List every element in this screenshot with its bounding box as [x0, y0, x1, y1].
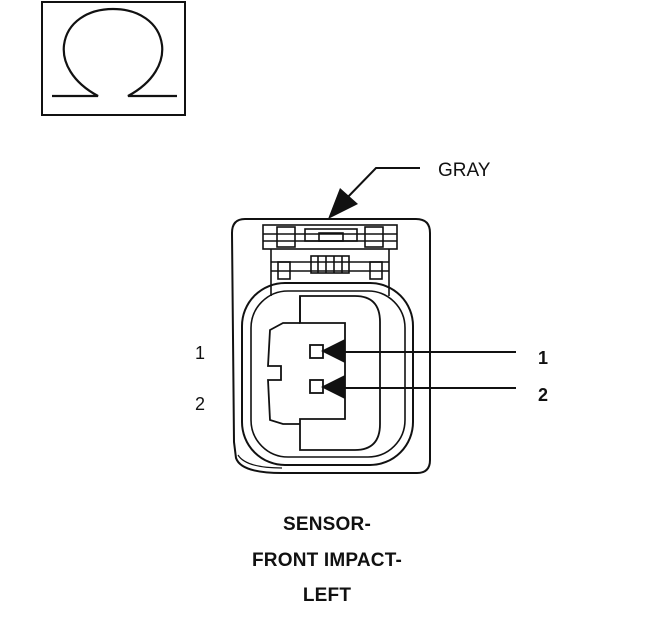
ohm-icon [41, 1, 186, 116]
cavity-number-2: 2 [195, 394, 206, 414]
cavity-number-1: 1 [195, 343, 206, 363]
pin-2-callout [321, 375, 516, 399]
connector-color-label: GRAY [438, 160, 491, 181]
pin-1-callout [321, 339, 516, 363]
component-title-line-3: LEFT [302, 585, 352, 606]
terminal-cavity [267, 295, 381, 451]
pin-label-1: 1 [538, 348, 549, 368]
component-title-line-2: FRONT IMPACT- [251, 550, 402, 571]
connector-housing [230, 218, 431, 474]
pin-label-2: 2 [538, 385, 549, 405]
connector-body [241, 282, 414, 466]
connector-latch [262, 224, 398, 296]
component-title-line-1: SENSOR- [283, 514, 371, 535]
color-leader-arrow [328, 167, 420, 219]
pin-terminal-2 [309, 379, 324, 394]
pin-terminal-1 [309, 344, 324, 359]
